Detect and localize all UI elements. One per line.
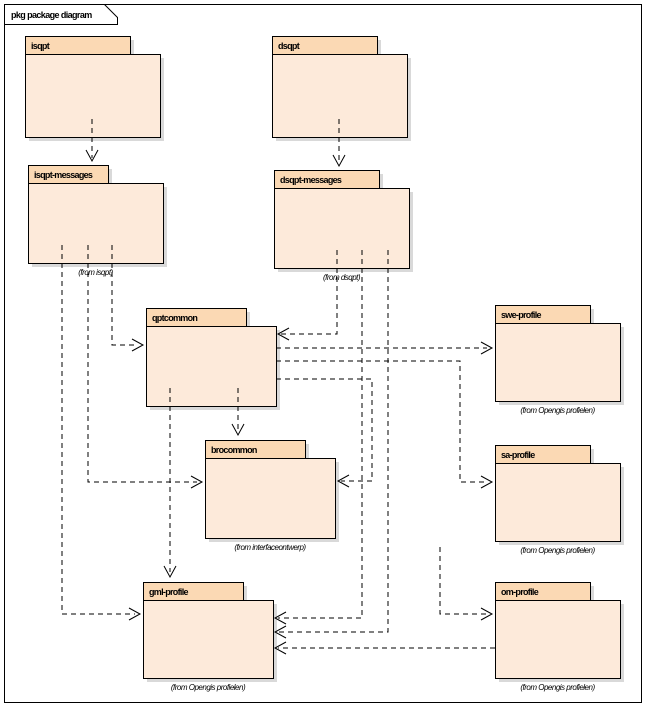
dep-qptcommon-to-swe[interactable] (276, 341, 494, 355)
package-qptcommon[interactable]: qptcommon (146, 308, 281, 411)
dependency-arrowhead (85, 149, 99, 163)
dep-dsqpt-messages-to-qptcommon[interactable] (276, 250, 338, 341)
package-from-label: (from Opengis profielen) (520, 406, 595, 415)
package-body (495, 600, 621, 679)
dependency-arrowhead (190, 475, 204, 489)
dep-dsqpt-messages-to-gml-a[interactable] (273, 250, 363, 625)
dependency-arrowhead (128, 607, 142, 621)
dependency-line (61, 245, 135, 615)
dependency-line (276, 360, 487, 483)
frame-label: pkg package diagram (11, 10, 92, 20)
package-gml-profile[interactable]: gml-profile (from Opengis profielen) (143, 582, 278, 693)
package-from-label: (from dsqpt) (323, 273, 361, 282)
package-name: dsqpt (278, 41, 300, 51)
package-from-label: (from Opengis profielen) (171, 683, 246, 692)
package-body (143, 600, 274, 679)
package-dsqpt[interactable]: dsqpt (272, 36, 412, 142)
package-body (495, 463, 621, 542)
package-brocommon[interactable]: brocommon (from interfaceontwerp) (205, 440, 340, 553)
package-dsqpt-messages[interactable]: dsqpt-messages (from dsqpt) (274, 170, 414, 283)
dependency-line (278, 250, 363, 619)
dependency-line (111, 245, 138, 346)
dep-qptcommon-to-brocommon[interactable] (231, 388, 245, 437)
dependency-arrowhead (480, 341, 494, 355)
dependency-arrowhead (480, 475, 494, 489)
package-name: dsqpt-messages (280, 175, 342, 185)
dep-qptcommon-to-gml[interactable] (163, 388, 177, 579)
package-body (146, 326, 277, 407)
dependency-arrowhead (231, 423, 245, 437)
dep-isqpt-messages-to-qptcommon[interactable] (111, 245, 145, 352)
dep-qptcommon-to-sa[interactable] (276, 360, 494, 489)
dependency-arrowhead (273, 611, 287, 625)
package-body (272, 54, 408, 138)
dep-isqpt-to-isqpt-messages[interactable] (85, 119, 99, 163)
dependency-line (439, 547, 487, 615)
dependency-line (278, 250, 389, 633)
package-om-profile[interactable]: om-profile (from Opengis profielen) (495, 582, 625, 693)
dependency-arrowhead (276, 327, 290, 341)
dependency-arrowhead (163, 565, 177, 579)
package-name: brocommon (211, 445, 257, 455)
package-body (274, 188, 410, 269)
package-body (28, 183, 164, 264)
dependency-arrowhead (336, 474, 350, 488)
dep-sa-to-om[interactable] (439, 547, 494, 621)
dependency-arrowhead (332, 154, 346, 168)
package-body (205, 458, 336, 539)
dependency-line (281, 250, 338, 335)
package-name: om-profile (501, 587, 539, 597)
package-body (495, 323, 621, 402)
dependency-line (87, 245, 197, 483)
package-name: swe-profile (501, 310, 542, 320)
package-from-label: (from isqpt) (78, 268, 113, 277)
dep-isqpt-messages-to-brocommon[interactable] (87, 245, 204, 489)
package-from-label: (from Opengis profielen) (520, 546, 595, 555)
package-sa-profile[interactable]: sa-profile (from Opengis profielen) (495, 445, 625, 556)
dependency-line (276, 378, 373, 482)
dep-dsqpt-messages-to-gml-b[interactable] (273, 250, 389, 639)
package-isqpt[interactable]: isqpt (25, 36, 165, 142)
package-from-label: (from Opengis profielen) (520, 683, 595, 692)
package-name: gml-profile (149, 587, 188, 597)
dependencies-layer (61, 119, 495, 655)
frame-name-tab (4, 4, 118, 25)
dep-om-to-gml[interactable] (273, 641, 495, 655)
dependency-arrowhead (131, 338, 145, 352)
package-name: isqpt (31, 41, 50, 51)
package-name: qptcommon (152, 313, 197, 323)
packages-layer: isqpt dsqpt isqpt-messages (from isqpt) dsqp… (25, 36, 625, 693)
diagram-frame (4, 4, 642, 703)
package-name: sa-profile (501, 450, 535, 460)
dependency-arrowhead (273, 641, 287, 655)
package-name: isqpt-messages (34, 170, 93, 180)
package-body (25, 54, 161, 138)
dep-isqpt-messages-to-gml[interactable] (61, 245, 142, 621)
package-swe-profile[interactable]: swe-profile (from Opengis profielen) (495, 305, 625, 416)
dep-qptcommon-to-brocommon-2[interactable] (276, 378, 373, 488)
dependency-arrowhead (480, 607, 494, 621)
dep-dsqpt-to-dsqpt-messages[interactable] (332, 119, 346, 168)
package-isqpt-messages[interactable]: isqpt-messages (from isqpt) (28, 165, 168, 278)
package-from-label: (from interfaceontwerp) (234, 543, 306, 552)
dependency-arrowhead (273, 625, 287, 639)
